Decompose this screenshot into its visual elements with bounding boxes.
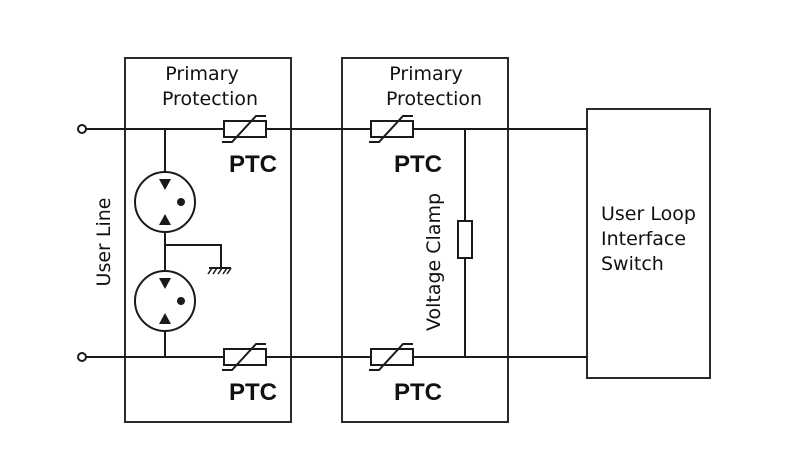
voltage-clamp-resistor-icon bbox=[457, 220, 473, 259]
primary-protection-block-1 bbox=[124, 57, 292, 423]
ptc-label-bottom-2: PTC bbox=[394, 379, 442, 406]
ptc-thermistor-top-1-icon bbox=[222, 115, 267, 143]
ptc-label-top-2: PTC bbox=[394, 151, 442, 178]
ptc-label-top-1: PTC bbox=[229, 151, 277, 178]
ground-icon bbox=[165, 244, 232, 275]
primary-protection-block-2 bbox=[341, 57, 509, 423]
switch-label-line1: User Loop bbox=[601, 203, 696, 225]
ptc-thermistor-bottom-2-icon bbox=[369, 343, 414, 371]
switch-label-line2: Interface bbox=[601, 228, 686, 250]
ptc-label-bottom-1: PTC bbox=[229, 379, 277, 406]
block-2-title-line2: Protection bbox=[386, 88, 482, 110]
ptc-thermistor-bottom-1-icon bbox=[222, 343, 267, 371]
voltage-clamp-label: Voltage Clamp bbox=[423, 193, 445, 331]
tip-terminal-icon bbox=[77, 124, 87, 134]
user-line-label: User Line bbox=[93, 198, 115, 287]
switch-label-line3: Switch bbox=[601, 253, 664, 275]
gas-discharge-tube-lower-icon bbox=[134, 270, 196, 332]
gas-discharge-tube-upper-icon bbox=[134, 171, 196, 233]
user-loop-interface-switch-block bbox=[586, 108, 711, 379]
ptc-thermistor-top-2-icon bbox=[369, 115, 414, 143]
ring-terminal-icon bbox=[77, 352, 87, 362]
block-1-title-line2: Protection bbox=[162, 88, 258, 110]
block-2-title-line1: Primary bbox=[389, 63, 462, 85]
block-1-title-line1: Primary bbox=[165, 63, 238, 85]
